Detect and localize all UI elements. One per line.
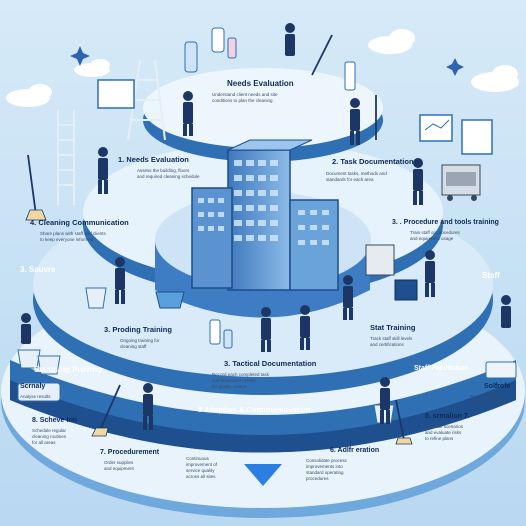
ladder-icon	[57, 59, 166, 205]
outer-ring-band-shadow	[10, 380, 516, 453]
label-procurement: 7. Procedurement	[100, 449, 160, 456]
top-ring-top	[143, 68, 383, 148]
label-top-title: Needs Evaluation	[227, 79, 294, 88]
label-simulation: 0. srmalion 7.	[425, 413, 470, 420]
label-cleaning-communication: 4. Cleaning Communication	[30, 218, 129, 227]
label-solfrofe-text-2: and improvements	[470, 400, 508, 405]
label-additional-text-4: procedures	[306, 476, 329, 481]
label-steaming-proving: Steaming Proving	[34, 365, 102, 374]
label-procurement-text-2: and equipment	[104, 466, 135, 471]
label-scrnaly: Scrnaly	[20, 383, 45, 390]
label-solfrofe-text-1: Provide solutions	[470, 394, 505, 399]
label-stat-training: Stat Training	[370, 323, 416, 332]
spray-bottle-icon	[184, 27, 356, 349]
cleaning-cart-icon	[17, 164, 517, 402]
label-bottom-center-text-1: Continuous	[186, 456, 210, 461]
mop-icon	[27, 34, 405, 441]
label-tactical-documentation: 3. Tactical Documentation	[224, 359, 317, 368]
label-scheveler-text-1: Schedule regular	[32, 428, 67, 433]
label-additional-text-3: standard operating	[306, 470, 344, 475]
label-stat-text-1: Track staff skill levels	[370, 336, 413, 341]
label-tactical-text-2: and inspection results	[212, 378, 256, 383]
label-needs-eval-text-2: and required cleaning schedule	[137, 174, 200, 179]
label-bottom-center-text-3: service quality	[186, 468, 215, 473]
label-simulation-text-1: Simulate scenarios	[425, 424, 464, 429]
label-adoption-banner: 8 Adoption & Continuimovation	[198, 405, 311, 414]
label-scrnaly-text-2: and feedback	[20, 400, 48, 405]
label-procedure-text-2: and equipment usage	[410, 236, 454, 241]
label-tactical-text-1: Record each completed task	[212, 372, 270, 377]
label-stat-text-2: and certifications	[370, 342, 405, 347]
label-cleaning-comm-text-2: to keep everyone informed	[40, 237, 94, 242]
label-procedure-text-1: Train staff on procedures	[410, 230, 461, 235]
sparkle-icon	[70, 46, 464, 76]
office-building	[191, 139, 339, 291]
label-simulation-text-2: and evaluate risks	[425, 430, 462, 435]
label-procedure-training: 3. . Procedure and tools training	[392, 219, 499, 226]
label-additional-text-2: improvements into	[306, 464, 343, 469]
label-task-doc-text-2: standards for each area	[326, 177, 374, 182]
label-proding-text-2: cleaning staff	[120, 344, 147, 349]
label-top-text-2: conditions to plan the cleaning	[212, 98, 273, 103]
label-solfrofe: Solfrofe	[484, 383, 511, 390]
label-scrnaly-text-1: Analyse results	[20, 394, 51, 399]
label-proding-text-1: Ongoing training for	[120, 338, 160, 343]
label-right-ring: Staff	[482, 271, 500, 280]
label-proding-training: 3. Proding Training	[104, 325, 172, 334]
label-needs-evaluation: 1. Needs Evaluation	[118, 155, 189, 164]
label-scheveler: 8. Scheve ton	[32, 417, 77, 424]
label-additional: 6. Adlfr eration	[330, 447, 379, 454]
label-left-ring: 3. Sauvre	[20, 265, 56, 274]
label-staff-facilitation: Staff Facilitation	[414, 365, 468, 372]
label-scheveler-text-3: for all areas	[32, 440, 56, 445]
label-task-documentation: 2. Task Documentation	[332, 157, 414, 166]
worker-figures	[21, 23, 511, 430]
label-procurement-text-1: Order supplies	[104, 460, 134, 465]
label-tactical-text-3: for quality control	[212, 384, 246, 389]
broom-icon	[25, 209, 413, 445]
label-needs-eval-text-1: Assess the building, floors	[137, 168, 190, 173]
cloud-icon	[6, 29, 519, 107]
label-cleaning-comm-text-1: Share plans with staff and clients	[40, 231, 106, 236]
label-scheveler-text-2: cleaning routines	[32, 434, 67, 439]
label-bottom-center-text-4: across all sites	[186, 474, 216, 479]
whiteboard-icon	[97, 79, 493, 155]
label-simulation-text-3: to refine plans	[425, 436, 454, 441]
label-additional-text-1: Consolidate process	[306, 458, 348, 463]
label-bottom-center-text-2: improvement of	[186, 462, 218, 467]
label-top-text-1: Understand client needs and site	[212, 92, 278, 97]
down-arrow-icon	[244, 464, 282, 486]
label-task-doc-text-1: Document tasks, methods and	[326, 171, 387, 176]
